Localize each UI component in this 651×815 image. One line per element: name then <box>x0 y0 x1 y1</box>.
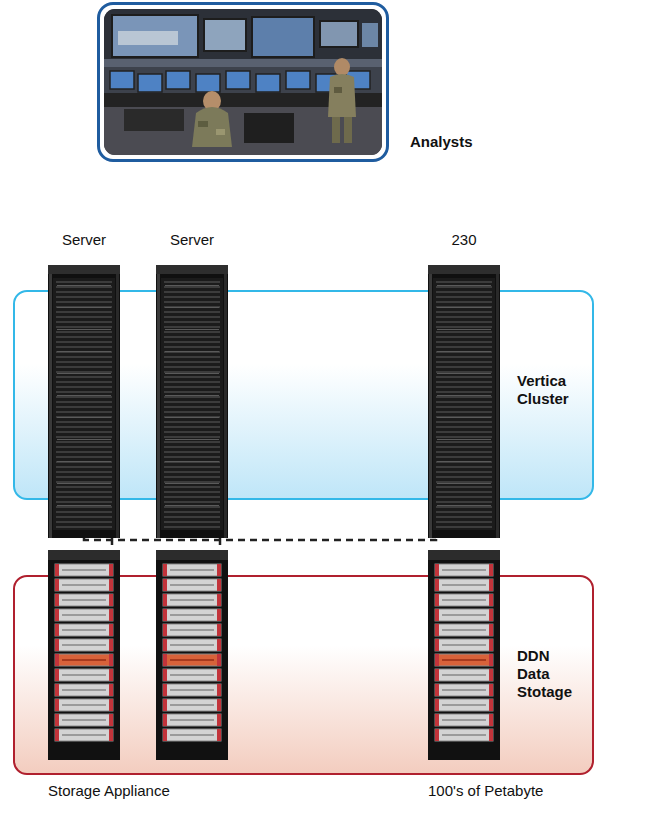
rack-caption: 100's of Petabyte <box>428 782 543 800</box>
tier-label: Vertica Cluster <box>517 372 581 408</box>
server-rack-symbol <box>156 265 228 538</box>
rack-label: 230 <box>451 231 476 249</box>
rack-label: Server <box>62 231 106 249</box>
tier-band: DDN Data StotageStorage Appliance100's o… <box>13 575 594 775</box>
group-label: Analysts <box>410 133 473 151</box>
server-rack: Server <box>48 265 120 538</box>
analysts-photo-box: Analysts <box>97 2 389 162</box>
storage-rack: Storage Appliance <box>48 550 120 760</box>
storage-rack <box>156 550 228 760</box>
tier-label: DDN Data Stotage <box>517 647 581 701</box>
server-rack-symbol <box>428 265 500 538</box>
control-room-photo <box>104 9 382 155</box>
storage-rack-symbol <box>48 550 120 760</box>
server-rack: Server <box>156 265 228 538</box>
server-rack-symbol <box>48 265 120 538</box>
storage-rack-symbol <box>428 550 500 760</box>
storage-rack: 100's of Petabyte <box>428 550 500 760</box>
tier-band: Vertica ClusterServerServer230 <box>13 290 594 500</box>
rack-caption: Storage Appliance <box>48 782 170 800</box>
dashed-link <box>84 538 436 540</box>
server-rack: 230 <box>428 265 500 538</box>
rack-label: Server <box>170 231 214 249</box>
storage-rack-symbol <box>156 550 228 760</box>
